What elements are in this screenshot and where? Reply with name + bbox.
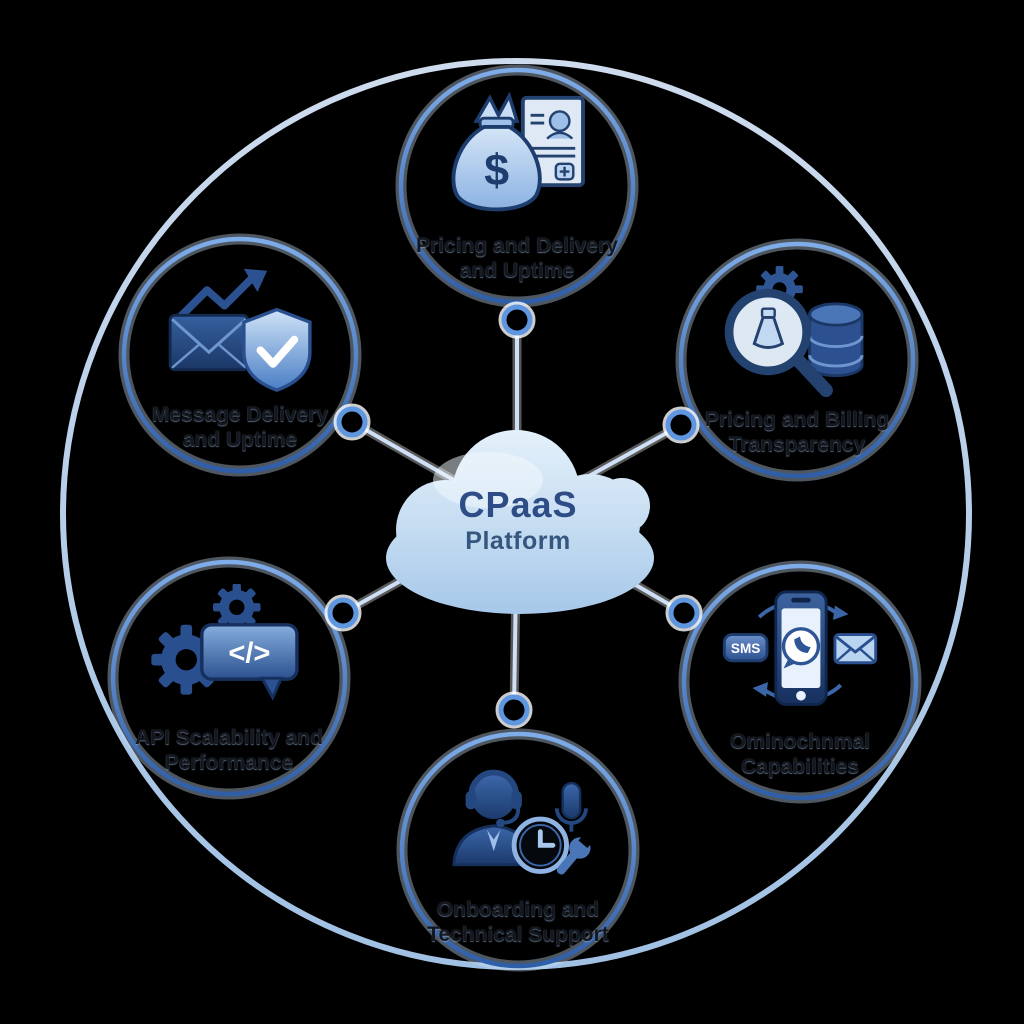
node-pricing-and-delivery: $ Pricing and Delivery and Uptime bbox=[397, 66, 637, 306]
phone-sms-email-icon: SMS bbox=[722, 590, 878, 706]
gears-code-bubble-icon: </> bbox=[151, 584, 299, 701]
cloud-shape bbox=[386, 430, 654, 614]
node-label: API Scalability and Performance bbox=[135, 725, 323, 775]
support-agent-clock-wrench-icon bbox=[452, 769, 594, 875]
magnifier-database-gear-icon bbox=[724, 266, 864, 398]
node-label: Pricing and Billing Transparency bbox=[704, 407, 890, 457]
connector-dots bbox=[324, 301, 703, 729]
code-symbol: </> bbox=[228, 638, 270, 670]
smartphone bbox=[774, 590, 828, 706]
money-bag: $ bbox=[451, 92, 542, 212]
node-label: Message Delivery and Uptime bbox=[151, 402, 329, 452]
email-icon bbox=[833, 633, 878, 665]
node-pricing-and-billing: Pricing and Billing Transparency bbox=[677, 240, 917, 480]
money-bag-invoice-icon: $ bbox=[451, 92, 585, 212]
dollar-sign: $ bbox=[484, 146, 509, 195]
wrench-icon bbox=[556, 833, 594, 875]
clock-icon bbox=[511, 816, 569, 874]
magnifier-icon bbox=[724, 288, 833, 398]
chat-call-bubble bbox=[781, 627, 821, 669]
shield-check-icon bbox=[242, 307, 312, 392]
microphone-icon bbox=[554, 781, 588, 832]
node-label: Pricing and Delivery and Uptime bbox=[416, 233, 618, 283]
node-onboarding-support: Onboarding and Technical Support bbox=[398, 730, 638, 970]
node-label: Onboarding and Technical Support bbox=[427, 897, 609, 947]
growth-arrow bbox=[172, 268, 268, 326]
code-bubble: </> bbox=[200, 623, 299, 701]
node-message-delivery: Message Delivery and Uptime bbox=[120, 235, 360, 475]
database-icon bbox=[808, 302, 864, 378]
node-api-scalability: </> API Scalability and Performance bbox=[109, 558, 349, 798]
sms-label: SMS bbox=[731, 641, 760, 656]
node-label: Ominochnmal Capabilities bbox=[729, 729, 871, 779]
envelope-icon bbox=[168, 313, 250, 372]
envelope-shield-growth-icon bbox=[168, 268, 312, 392]
node-omnichannel: SMS Ominochnmal Capabilities bbox=[680, 562, 920, 802]
sms-badge: SMS bbox=[722, 633, 769, 663]
